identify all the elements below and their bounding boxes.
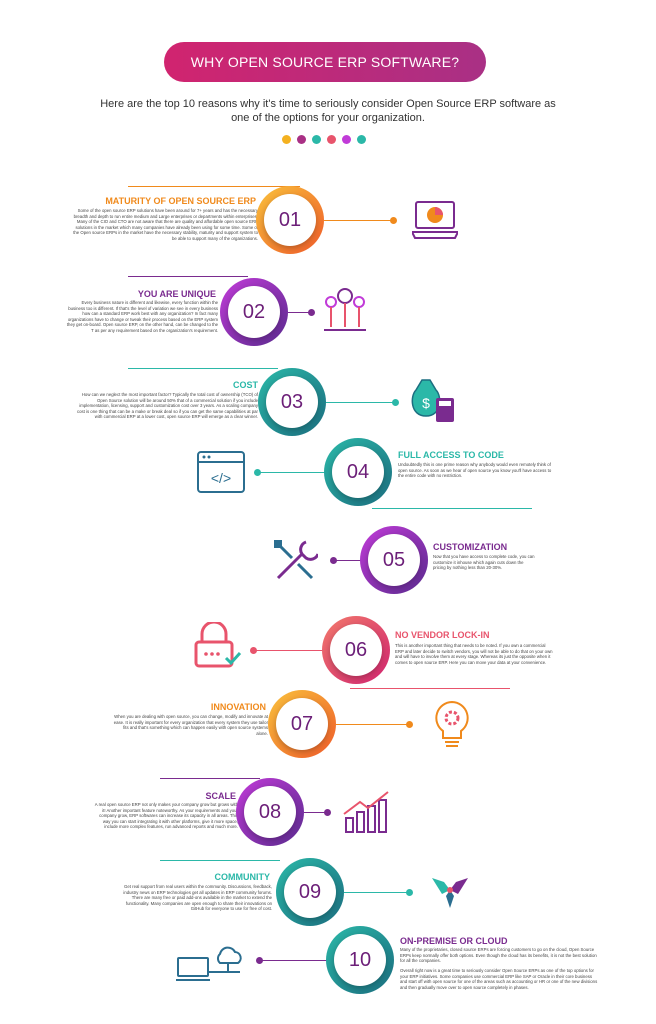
item-number: 10 xyxy=(334,934,386,986)
color-dot xyxy=(297,135,306,144)
gear-bulb-icon xyxy=(430,698,474,752)
item-text-2: Overall right now is a great time to ser… xyxy=(400,968,598,990)
top-rule xyxy=(128,186,300,187)
color-dot xyxy=(357,135,366,144)
color-dot xyxy=(312,135,321,144)
item-text: Now that you have access to complete cod… xyxy=(433,554,535,571)
color-dot xyxy=(327,135,336,144)
item-title: FULL ACCESS TO CODE xyxy=(398,450,504,460)
money-calculator-icon: $ xyxy=(408,376,456,424)
item-text: Undoubtedly this is one prime reason why… xyxy=(398,462,552,479)
item-number: 05 xyxy=(368,534,420,586)
item-title: YOU ARE UNIQUE xyxy=(137,289,216,299)
item-number: 09 xyxy=(284,866,336,918)
item-title: NO VENDOR LOCK-IN xyxy=(395,630,490,640)
item-text: A real open source ERP not only makes yo… xyxy=(94,802,238,830)
item-title: COST xyxy=(232,380,258,390)
item-text: Some of the open source ERP solutions ha… xyxy=(73,208,258,241)
color-dot xyxy=(342,135,351,144)
growth-chart-icon xyxy=(342,790,392,834)
item-title: INNOVATION xyxy=(210,702,266,712)
tools-icon xyxy=(272,538,318,584)
item-text: Every business nature is different and l… xyxy=(66,300,218,333)
item-title: COMMUNITY xyxy=(214,872,271,882)
svg-text:</>: </> xyxy=(211,470,231,486)
item-title: ON-PREMISE OR CLOUD xyxy=(400,936,508,946)
item-text: This is another important thing that nee… xyxy=(395,643,553,665)
svg-text:$: $ xyxy=(422,395,430,411)
item-number: 01 xyxy=(264,194,316,246)
item-text: How can we neglect the most important fa… xyxy=(76,392,258,420)
item-text: Many of the proprietaries, closed source… xyxy=(400,947,597,964)
code-window-icon: </> xyxy=(196,450,246,494)
item-text: When you are dealing with open source, y… xyxy=(113,714,268,736)
bulb-growth-icon xyxy=(322,286,368,334)
item-text: Get real support from real users within … xyxy=(123,884,272,912)
hands-icon xyxy=(428,868,472,912)
item-title: CUSTOMIZATION xyxy=(433,542,508,552)
item-number: 06 xyxy=(330,624,382,676)
item-number: 04 xyxy=(332,446,384,498)
item-title: MATURITY OF OPEN SOURCE ERP xyxy=(105,196,256,206)
cloud-laptop-icon xyxy=(176,938,246,984)
page-title: WHY OPEN SOURCE ERP SOFTWARE? xyxy=(164,42,486,82)
lock-icon xyxy=(192,622,242,670)
item-number: 02 xyxy=(228,286,280,338)
subtitle: Here are the top 10 reasons why it's tim… xyxy=(100,98,556,124)
color-dot xyxy=(282,135,291,144)
laptop-chart-icon xyxy=(412,200,458,242)
item-title: SCALE xyxy=(205,791,236,801)
color-dots xyxy=(282,135,366,144)
item-number: 08 xyxy=(244,786,296,838)
item-number: 07 xyxy=(276,698,328,750)
item-number: 03 xyxy=(266,376,318,428)
